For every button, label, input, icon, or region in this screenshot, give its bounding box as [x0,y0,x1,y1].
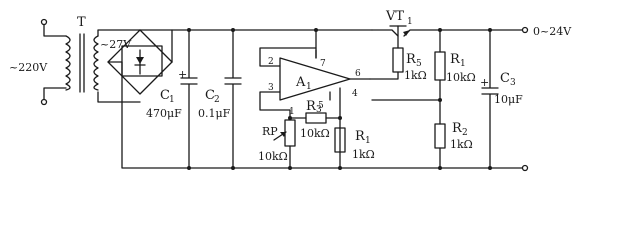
c3-capacitor: + C 3 10μF [480,29,523,169]
opamp-triangle [279,57,351,101]
r1-bottom-sub: 1 [365,136,371,146]
transformer: T ~27V [65,15,141,103]
r5-lower-lead [369,71,399,80]
pin4-label: 4 [352,89,358,99]
output-label: 0~24V [533,25,572,38]
c3-plus: + [480,76,489,89]
r3-sub: 3 [316,105,322,115]
r5-sub: 5 [416,59,422,69]
pin7-label: 7 [320,59,326,69]
bridge-box [121,45,163,77]
vt1-arrow [403,30,410,36]
vt1-name: VT [385,9,404,24]
c2-capacitor: C 2 0.1μF [198,29,242,169]
rp-potentiometer: RP 10kΩ [258,109,296,169]
c1-plus: + [178,68,187,81]
r2-sub: 2 [462,128,468,138]
r5-value: 1kΩ [404,69,427,82]
c2-value: 0.1μF [198,107,231,120]
c1-body [180,29,198,169]
c3-name: C [500,71,510,86]
input-terminal-bottom [40,98,48,106]
c1-name: C [160,88,170,103]
c3-body [481,29,499,169]
schematic: ~220V T ~27V + C 1 470μF C 2 0.1μF [9,9,572,172]
r1-bottom-name: R [355,129,366,144]
r2-resistor: R 2 1kΩ [434,121,473,169]
bottom-rail [107,61,491,169]
c1-capacitor: + C 1 470μF [146,29,198,169]
secondary-coil [93,35,99,91]
rp-value: 10kΩ [258,150,288,163]
secondary-voltage-label: ~27V [100,38,132,51]
c1-sub: 1 [169,95,175,105]
input-wires [43,23,67,101]
c2-body [224,29,242,169]
pin2-label: 2 [268,57,274,67]
output-terminal-top [521,26,529,34]
opamp-sub: 1 [306,82,312,92]
pin3-label: 3 [268,83,274,93]
transformer-label: T [77,15,86,30]
input-voltage-label: ~220V [9,61,48,74]
opamp-name: A [295,75,306,90]
r5-resistor: R 5 1kΩ [369,47,427,82]
r3-resistor: R 3 10kΩ [289,99,341,140]
pin5-label: 5 [318,101,324,111]
c2-sub: 2 [214,95,220,105]
r1-top-name: R [450,52,461,67]
transistor-vt1: VT 1 [371,9,441,49]
pin1-label: 1 [289,107,295,117]
r1-top-resistor: R 1 10kΩ [371,29,476,125]
output-terminal-bottom [521,164,529,172]
bridge-rectifier [107,29,173,95]
vt1-collector [371,29,399,37]
circuit-diagram: ~220V T ~27V + C 1 470μF C 2 0.1μF [9,9,573,172]
r2-body [434,123,446,149]
r1-top-value: 10kΩ [446,71,476,84]
primary-coil [65,35,71,91]
r1-bottom-body [334,127,346,153]
c3-value: 10μF [494,93,523,106]
rp-arrow [280,132,286,137]
rp-name: RP [262,125,278,138]
c1-value: 470μF [146,107,182,120]
r1-bottom-resistor: R 1 1kΩ [334,127,375,161]
r2-value: 1kΩ [450,138,473,151]
r1-top-sub: 1 [460,59,466,69]
r5-body [392,47,404,73]
ac-input: ~220V [9,18,67,106]
r5-name: R [406,52,417,67]
vt1-sub: 1 [407,17,413,27]
r3-name: R [306,99,317,114]
r2-name: R [452,121,463,136]
r1-bottom-value: 1kΩ [352,148,375,161]
c3-sub: 3 [510,78,516,88]
divider-node [371,79,441,125]
r3-body [305,112,327,124]
pin6-label: 6 [355,69,361,79]
pin3-wire [259,91,291,111]
opamp-a1: A 1 2 7 3 6 4 1 5 [259,29,371,169]
r3-value: 10kΩ [300,127,330,140]
r1-top-body [434,51,446,81]
junction-dots [187,28,492,170]
c2-name: C [205,88,215,103]
secondary-wires [97,29,141,103]
rp-body [284,119,296,147]
bridge-diamond [107,29,173,95]
input-terminal-top [40,18,48,26]
